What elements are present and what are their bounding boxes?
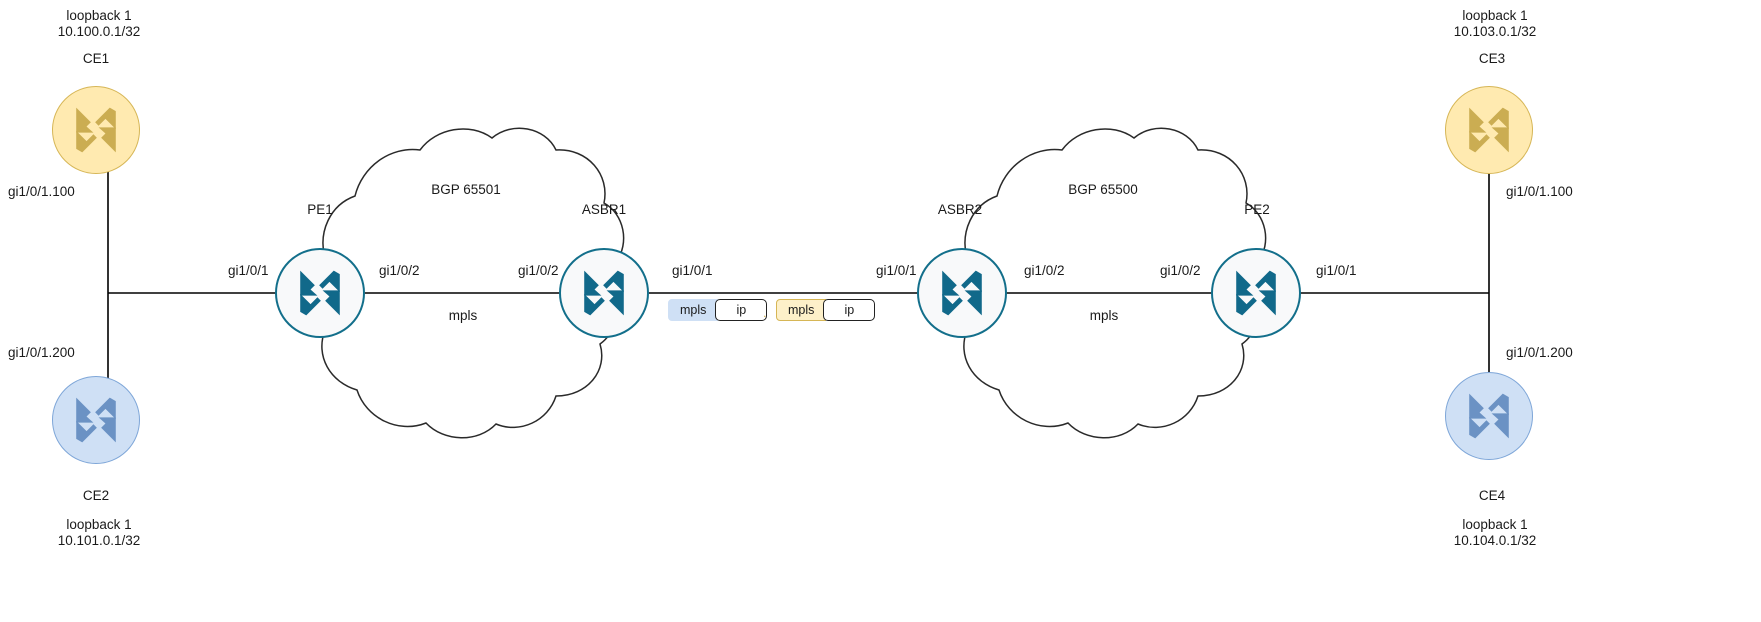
pe2-name: PE2 — [1244, 202, 1270, 217]
router-glyph-icon — [584, 270, 624, 316]
link-label-right-mpls: mpls — [1089, 308, 1119, 323]
router-glyph-icon — [76, 107, 116, 153]
iface-asbr1-left: gi1/0/2 — [518, 263, 559, 278]
ce2-loopback-ip: 10.101.0.1/32 — [57, 533, 141, 548]
asbr2-name: ASBR2 — [937, 202, 983, 217]
node-ce1[interactable] — [52, 86, 140, 174]
iface-ce4-up: gi1/0/1.200 — [1506, 345, 1573, 360]
iface-asbr1-right: gi1/0/1 — [672, 263, 713, 278]
ce2-name: CE2 — [82, 488, 110, 503]
iface-pe2-left: gi1/0/2 — [1160, 263, 1201, 278]
iface-asbr2-left: gi1/0/1 — [876, 263, 917, 278]
ce4-loopback-ip: 10.104.0.1/32 — [1453, 533, 1537, 548]
ce4-loopback-label: loopback 1 — [1462, 517, 1528, 532]
packet-label-mpls-gold: mpls — [776, 299, 827, 321]
packet-label-ip-gold: ip — [823, 299, 876, 321]
asbr1-name: ASBR1 — [581, 202, 627, 217]
ce3-loopback-label: loopback 1 — [1462, 8, 1528, 23]
router-glyph-icon — [76, 397, 116, 443]
router-glyph-icon — [300, 270, 340, 316]
cloud-as65501 — [321, 127, 625, 439]
router-glyph-icon — [1469, 393, 1509, 439]
node-ce2[interactable] — [52, 376, 140, 464]
ce1-loopback-ip: 10.100.0.1/32 — [57, 24, 141, 39]
ce3-loopback-ip: 10.103.0.1/32 — [1453, 24, 1537, 39]
link-label-left-mpls: mpls — [448, 308, 478, 323]
iface-ce2-up: gi1/0/1.200 — [8, 345, 75, 360]
router-glyph-icon — [942, 270, 982, 316]
ce3-name: CE3 — [1478, 51, 1506, 66]
ce2-loopback-label: loopback 1 — [66, 517, 132, 532]
ce1-loopback-label: loopback 1 — [66, 8, 132, 23]
node-ce4[interactable] — [1445, 372, 1533, 460]
packet-stack-gold: mpls ip — [776, 299, 876, 321]
packet-legend-separator: . — [763, 306, 767, 320]
pe1-name: PE1 — [307, 202, 333, 217]
node-asbr1[interactable] — [559, 248, 649, 338]
iface-asbr2-right: gi1/0/2 — [1024, 263, 1065, 278]
packet-label-mpls-blue: mpls — [668, 299, 719, 321]
ce4-name: CE4 — [1478, 488, 1506, 503]
cloud-label-as65501: BGP 65501 — [431, 182, 501, 197]
packet-stack-blue: mpls ip — [668, 299, 768, 321]
cloud-as65500 — [963, 127, 1267, 439]
iface-ce3-down: gi1/0/1.100 — [1506, 184, 1573, 199]
packet-legend-mpls-ip-gold[interactable]: mpls ip — [776, 299, 876, 321]
packet-legend-mpls-ip-blue[interactable]: mpls ip — [668, 299, 768, 321]
node-pe2[interactable] — [1211, 248, 1301, 338]
router-glyph-icon — [1469, 107, 1509, 153]
iface-pe2-right: gi1/0/1 — [1316, 263, 1357, 278]
iface-ce1-down: gi1/0/1.100 — [8, 184, 75, 199]
node-ce3[interactable] — [1445, 86, 1533, 174]
cloud-label-as65500: BGP 65500 — [1068, 182, 1138, 197]
packet-label-ip-blue: ip — [715, 299, 768, 321]
iface-pe1-right: gi1/0/2 — [379, 263, 420, 278]
ce1-name: CE1 — [82, 51, 110, 66]
node-asbr2[interactable] — [917, 248, 1007, 338]
iface-pe1-left: gi1/0/1 — [228, 263, 269, 278]
node-pe1[interactable] — [275, 248, 365, 338]
router-glyph-icon — [1236, 270, 1276, 316]
